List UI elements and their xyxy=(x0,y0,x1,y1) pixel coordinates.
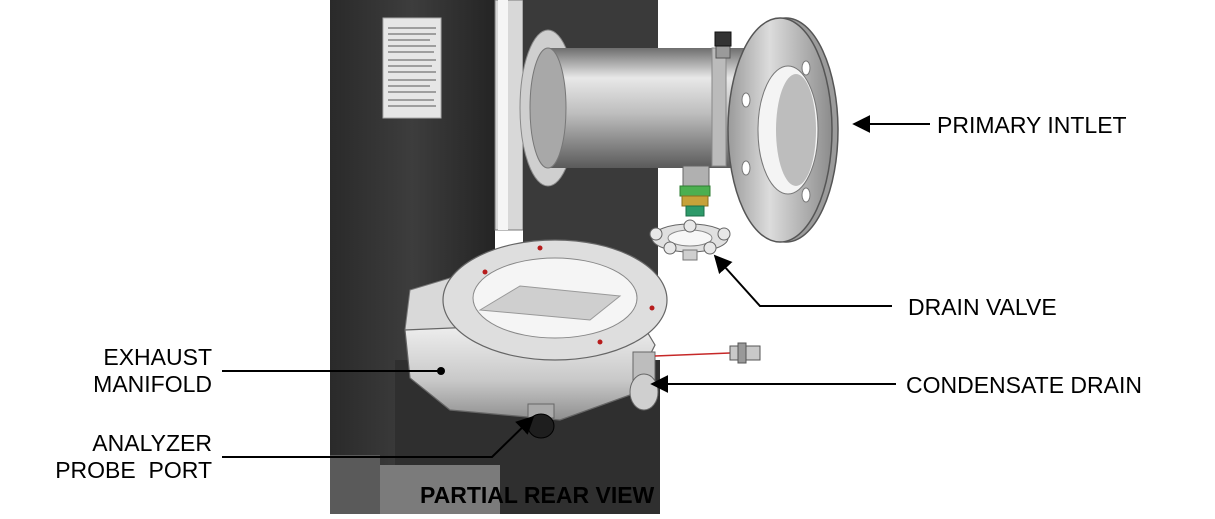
primary-inlet-pipe xyxy=(529,31,748,217)
leader-analyzer-probe-port xyxy=(222,415,535,458)
leader-drain-valve xyxy=(713,254,892,307)
label-primary-inlet: PRIMARY INTLET xyxy=(937,112,1127,138)
exhaust-manifold xyxy=(404,239,761,439)
label-exhaust-manifold-line1: EXHAUST xyxy=(103,344,212,370)
label-analyzer-probe-port: ANALYZER PROBE PORT xyxy=(55,430,212,484)
leader-exhaust-manifold-dot xyxy=(437,367,445,375)
leader-lines xyxy=(222,115,930,458)
label-drain-valve: DRAIN VALVE xyxy=(908,294,1057,320)
label-condensate-drain: CONDENSATE DRAIN xyxy=(906,372,1142,398)
label-exhaust-manifold: EXHAUST MANIFOLD xyxy=(93,344,212,398)
drain-valve-handle xyxy=(649,219,731,261)
inlet-flange xyxy=(727,17,839,243)
label-analyzer-probe-port-line2: PROBE PORT xyxy=(55,457,212,483)
warning-label xyxy=(382,17,442,119)
diagram-caption: PARTIAL REAR VIEW xyxy=(420,482,655,508)
label-exhaust-manifold-line2: MANIFOLD xyxy=(93,371,212,397)
label-analyzer-probe-port-line1: ANALYZER xyxy=(92,430,212,456)
